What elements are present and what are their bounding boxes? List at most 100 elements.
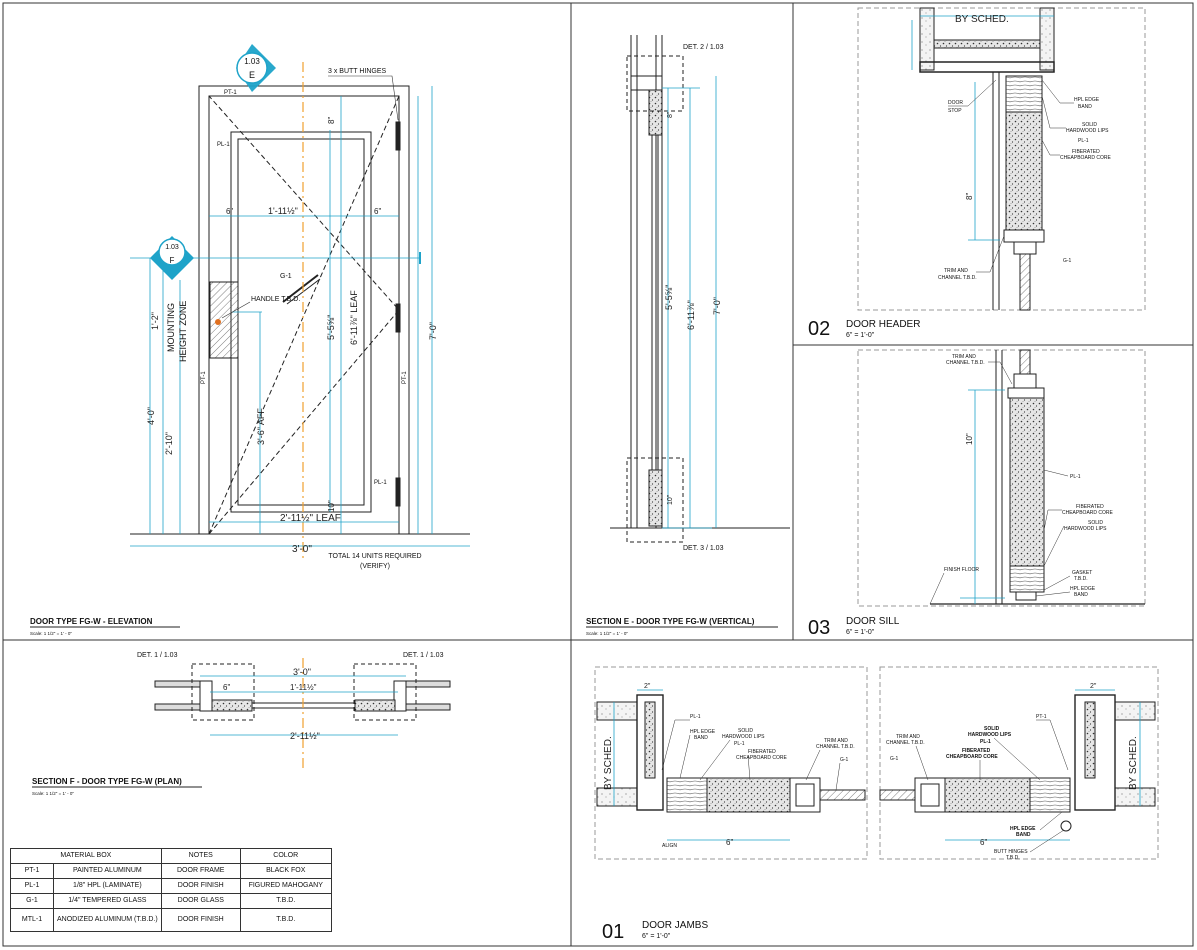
- sill-gasket-2: T.B.D.: [1074, 576, 1088, 582]
- dim-4-0: 4'-0": [146, 407, 156, 425]
- jamb-left-align: ALIGN: [662, 843, 677, 849]
- dim-6b: 6": [374, 207, 381, 216]
- material-desc: PAINTED ALUMINUM: [53, 863, 162, 879]
- header-door-stop-2: STOP: [948, 108, 962, 114]
- material-color: T.B.D.: [239, 893, 332, 909]
- jamb-right-fib-1: FIBERATED: [962, 748, 991, 754]
- section-f-dims: [200, 675, 406, 736]
- sill-fib-2: CHEAPBOARD CORE: [1062, 510, 1114, 516]
- jamb-right-pt1: PT-1: [1036, 714, 1047, 720]
- header-dim-8: 8": [965, 193, 974, 200]
- header-hpl-1: HPL EDGE: [1074, 97, 1100, 103]
- header-door-stop-1: DOOR: [948, 100, 963, 106]
- section-f-dim-1-11: 1'-11½": [290, 683, 317, 692]
- pt1-left-label: PT-1: [201, 371, 207, 384]
- table-row: PT-1 PAINTED ALUMINUM DOOR FRAME BLACK F…: [10, 863, 332, 879]
- section-tag-circle: [158, 238, 186, 266]
- jamb-left-by-sched: BY SCHED.: [603, 736, 614, 790]
- jamb-left-frame: [594, 666, 868, 860]
- elevation-tag-letter: E: [249, 70, 255, 80]
- table-row: PL-1 1/8" HPL (LAMINATE) DOOR FINISH FIG…: [10, 878, 332, 894]
- jamb-right-dim-6: 6": [980, 838, 987, 847]
- material-code: G-1: [10, 893, 54, 909]
- material-desc: ANODIZED ALUMINUM (T.B.D.): [53, 908, 162, 932]
- sill-labels: TRIM AND CHANNEL T.B.D. PL-1 FIBERATED C…: [944, 354, 1114, 598]
- dim-8: 8": [327, 117, 336, 124]
- dim-1-11: 1'-11½": [268, 206, 298, 216]
- material-code: PL-1: [10, 878, 54, 894]
- dim-7-0: 7'-0": [428, 322, 438, 340]
- header-pl1: PL-1: [1078, 138, 1089, 144]
- header-fib-2: CHEAPBOARD CORE: [1060, 155, 1112, 161]
- sill-scale: 6" = 1'-0": [846, 629, 875, 636]
- pl1-top-label: PL-1: [217, 142, 230, 148]
- jamb-right-pl1: PL-1: [980, 739, 991, 745]
- dim-3-6-aff: 3'-6" AFF: [256, 408, 266, 445]
- material-color: FIGURED MAHOGANY: [239, 878, 332, 894]
- jamb-left-pt1: PL-1: [690, 714, 701, 720]
- total-units-label: TOTAL 14 UNITS REQUIRED: [328, 553, 421, 560]
- jamb-left-fib-2: CHEAPBOARD CORE: [736, 755, 788, 761]
- section-f-title: SECTION F - DOOR TYPE FG-W (PLAN): [32, 777, 182, 786]
- section-tag-number: 1.03: [165, 244, 179, 251]
- jamb-left-drawing: [596, 694, 866, 813]
- section-e-scale: Scale: 1 1/2" = 1' - 0": [586, 631, 628, 636]
- elevation-scale: Scale: 1 1/2" = 1' - 0": [30, 631, 72, 636]
- section-e-dimensions: [662, 76, 717, 529]
- dim-1-2: 1'-2": [150, 312, 160, 330]
- sill-detail-drawing: [930, 349, 1145, 605]
- sill-dim-10: 10": [965, 433, 974, 445]
- dim-10: 10": [327, 500, 336, 512]
- elevation-dim-text: 6" 1'-11½" 6" 2'-11½" LEAF 3'-0" 1'-2" 4…: [146, 117, 438, 555]
- jamb-dims: [613, 689, 1141, 841]
- jamb-left-solid-2: HARDWOOD LIPS: [722, 734, 765, 740]
- jamb-left-trim-2: CHANNEL T.B.D.: [816, 744, 855, 750]
- jamb-right-butt-2: T.B.D.: [1006, 855, 1020, 861]
- dim-6-11-leaf: 6'-11⅞" LEAF: [349, 290, 359, 345]
- material-desc: 1/8" HPL (LAMINATE): [53, 878, 162, 894]
- material-desc: 1/4" TEMPERED GLASS: [53, 893, 162, 909]
- jamb-left-hpl-1: HPL EDGE: [690, 729, 716, 735]
- jamb-right-solid-1: SOLID: [984, 726, 1000, 732]
- sill-solid-2: HARDWOOD LIPS: [1064, 526, 1107, 532]
- jamb-right-trim-1: TRIM AND: [896, 734, 920, 740]
- material-box-header-color: COLOR: [239, 848, 332, 864]
- header-trim-2: CHANNEL T.B.D.: [938, 275, 977, 281]
- handle-label: HANDLE T.B.D.: [251, 296, 300, 303]
- verify-label: (VERIFY): [360, 563, 390, 570]
- sill-detail-dims: [960, 389, 1005, 604]
- elevation-dimensions: [130, 86, 470, 547]
- jamb-right-hpl-1: HPL EDGE: [1010, 826, 1036, 832]
- jamb-right-frame: [879, 666, 1159, 860]
- header-hpl-2: BAND: [1078, 104, 1092, 110]
- header-labels: DOOR STOP HPL EDGE BAND SOLID HARDWOOD L…: [938, 97, 1112, 281]
- material-box-header: MATERIAL BOX NOTES COLOR: [10, 848, 332, 864]
- jamb-left-pl1: PL-1: [734, 741, 745, 747]
- section-e-dim-8: 8": [667, 111, 674, 118]
- handle-marker: [215, 319, 221, 325]
- sill-solid-1: SOLID: [1088, 520, 1103, 526]
- header-title: DOOR HEADER: [846, 319, 920, 330]
- sill-number: 03: [808, 617, 830, 639]
- jamb-right-trim-2: CHANNEL T.B.D.: [886, 740, 925, 746]
- jambs-scale: 6" = 1'-0": [642, 933, 671, 940]
- jamb-left-fib-1: FIBERATED: [748, 749, 776, 755]
- section-tag-letter: F: [170, 256, 175, 265]
- jamb-left-dim-6: 6": [726, 838, 733, 847]
- material-color: BLACK FOX: [239, 863, 332, 879]
- sill-fib-1: FIBERATED: [1076, 504, 1104, 510]
- jamb-left-solid-1: SOLID: [738, 728, 753, 734]
- dim-2-10: 2'-10": [164, 432, 174, 455]
- elevation-callouts: 3 x BUTT HINGES PT-1 PL-1 G-1 HANDLE T.B…: [166, 68, 422, 570]
- section-f-dim-2-11: 2'-11½": [290, 731, 320, 741]
- header-solid-2: HARDWOOD LIPS: [1066, 128, 1109, 134]
- jambs-number: 01: [602, 921, 624, 943]
- section-f-drawing: [154, 663, 451, 721]
- jamb-right-labels: PT-1 TRIM AND CHANNEL T.B.D. G-1 SOLID H…: [886, 714, 1047, 861]
- material-box-header-material: MATERIAL BOX: [10, 848, 162, 864]
- material-color: T.B.D.: [239, 908, 332, 932]
- header-trim-1: TRIM AND: [944, 268, 968, 274]
- header-g1: G-1: [1063, 258, 1072, 264]
- table-row: G-1 1/4" TEMPERED GLASS DOOR GLASS T.B.D…: [10, 893, 332, 909]
